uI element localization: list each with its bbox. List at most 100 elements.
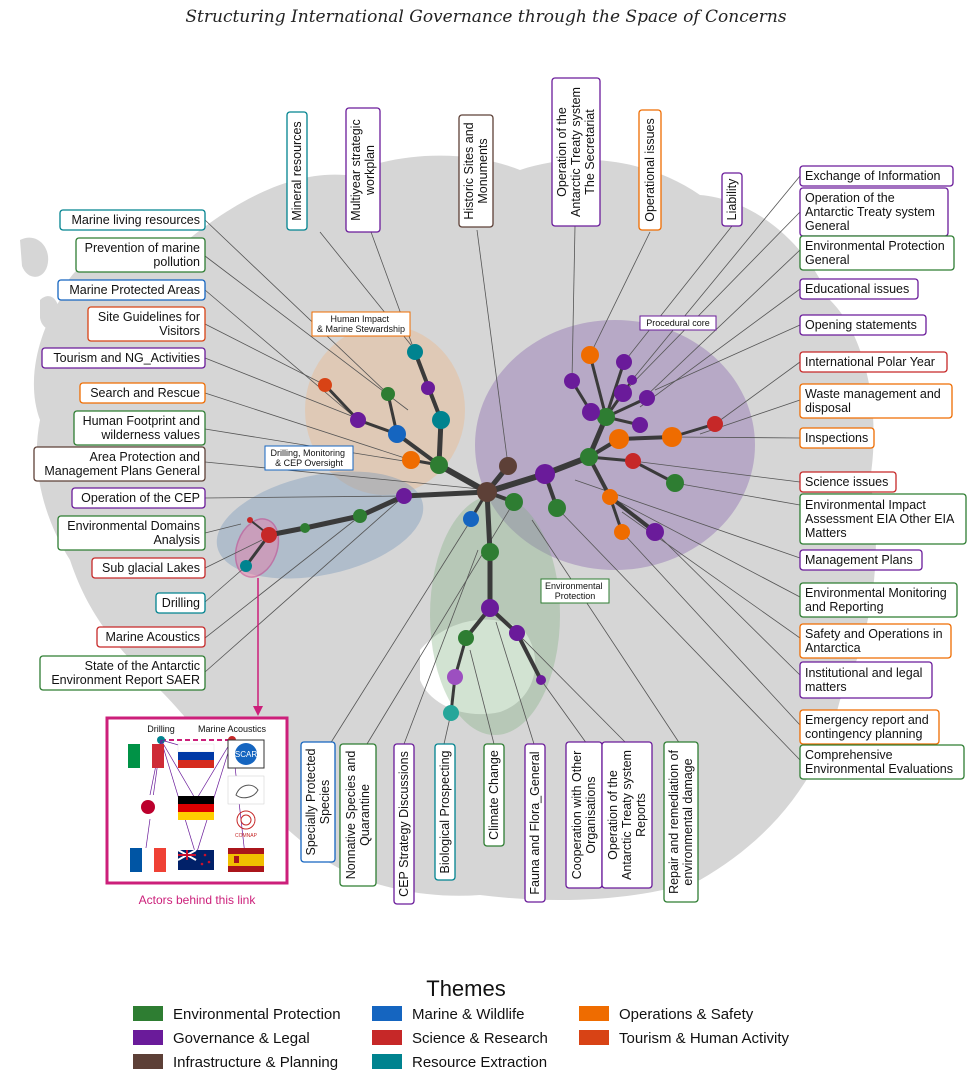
node-marine-acoustics[interactable] xyxy=(247,517,253,523)
node-multiyear-workplan[interactable] xyxy=(421,381,435,395)
concern-label-operation-of-the-antarctic-treaty-system-the-secretariat[interactable]: Operation of theAntarctic Treaty systemT… xyxy=(551,77,601,227)
legend-label: Science & Research xyxy=(412,1030,548,1047)
concern-label-multiyear-strategic-workplan[interactable]: Multiyear strategicworkplan xyxy=(345,107,381,233)
concern-label-operation-of-the-cep[interactable]: Operation of the CEP xyxy=(71,487,206,509)
concern-label-fauna-and-flora-general[interactable]: Fauna and Flora_General xyxy=(524,743,546,903)
node-exchange-information[interactable] xyxy=(616,354,632,370)
node-site-guidelines[interactable] xyxy=(318,378,332,392)
node-environmental-protection-main[interactable] xyxy=(430,456,448,474)
legend-label: Governance & Legal xyxy=(173,1030,310,1047)
concern-label-tourism-and-ng-activities[interactable]: Tourism and NG_Activities xyxy=(41,347,206,369)
node-climate-change[interactable] xyxy=(481,543,499,561)
label-text: CEP Strategy Discussions xyxy=(397,751,411,897)
node-env-monitoring[interactable] xyxy=(505,493,523,511)
concern-label-marine-living-resources[interactable]: Marine living resources xyxy=(59,209,206,231)
node-emergency-report[interactable] xyxy=(602,489,618,505)
node-state-antarctic-environment[interactable] xyxy=(353,509,367,523)
concern-label-historic-sites-and-monuments[interactable]: Historic Sites andMonuments xyxy=(458,114,494,228)
concern-label-cep-strategy-discussions[interactable]: CEP Strategy Discussions xyxy=(393,743,415,905)
concern-label-educational-issues[interactable]: Educational issues xyxy=(799,278,919,300)
node-cep-strategy[interactable] xyxy=(447,669,463,685)
node-liability[interactable] xyxy=(582,403,600,421)
node-governance-hub[interactable] xyxy=(535,464,555,484)
concern-label-drilling[interactable]: Drilling xyxy=(155,592,206,614)
concern-label-operational-issues[interactable]: Operational issues xyxy=(638,109,662,231)
concern-label-mineral-resources[interactable]: Mineral resources xyxy=(286,111,308,231)
concern-label-search-and-rescue[interactable]: Search and Rescue xyxy=(79,382,206,404)
node-environmental-impact-assessment[interactable] xyxy=(666,474,684,492)
node-subglacial-lakes[interactable] xyxy=(261,527,277,543)
node-inspections[interactable] xyxy=(662,427,682,447)
legend-swatch xyxy=(372,1030,402,1045)
flag-japan xyxy=(130,795,166,819)
node-biological-prospecting[interactable] xyxy=(443,705,459,721)
concern-label-nonnative-species-and-quarantine[interactable]: Nonnative Species andQuarantine xyxy=(339,743,377,887)
node-marine-living-resources[interactable] xyxy=(432,411,450,429)
node-educational-issues[interactable] xyxy=(627,375,637,385)
concern-label-repair-and-remediation-of-environmental-damage[interactable]: Repair and remediation ofenvironmental d… xyxy=(663,741,699,903)
concern-label-marine-protected-areas[interactable]: Marine Protected Areas xyxy=(57,279,206,301)
concern-label-specially-protected-species[interactable]: Specially ProtectedSpecies xyxy=(300,741,336,863)
concern-label-operation-of-the-antarctic-treaty-system-reports[interactable]: Operation of theAntarctic Treaty systemR… xyxy=(601,741,653,889)
node-repair-remediation[interactable] xyxy=(548,499,566,517)
node-safety-operations[interactable] xyxy=(609,429,629,449)
node-drilling[interactable] xyxy=(240,560,252,572)
concern-label-international-polar-year[interactable]: International Polar Year xyxy=(799,351,948,373)
node-operational-issues[interactable] xyxy=(581,346,599,364)
node-procedural-hub[interactable] xyxy=(580,448,598,466)
node-specially-protected-species[interactable] xyxy=(463,511,479,527)
node-prevention-marine-pollution[interactable] xyxy=(381,387,395,401)
concern-label-cooperation-with-other-organisations[interactable]: Cooperation with OtherOrganisations xyxy=(565,741,603,889)
node-opening-statements[interactable] xyxy=(639,390,655,406)
node-fauna-flora[interactable] xyxy=(481,599,499,617)
node-hub-infrastructure[interactable] xyxy=(477,482,497,502)
node-cooperation-organisations[interactable] xyxy=(536,675,546,685)
node-environmental-domains[interactable] xyxy=(300,523,310,533)
concern-label-opening-statements[interactable]: Opening statements xyxy=(799,314,927,336)
node-secretariat[interactable] xyxy=(564,373,580,389)
node-nonnative-species[interactable] xyxy=(458,630,474,646)
node-search-rescue[interactable] xyxy=(402,451,420,469)
node-marine-protected-areas[interactable] xyxy=(388,425,406,443)
concern-label-sub-glacial-lakes[interactable]: Sub glacial Lakes xyxy=(91,557,206,579)
label-line: Liability xyxy=(725,178,739,220)
node-science-issues[interactable] xyxy=(625,453,641,469)
concern-label-marine-acoustics[interactable]: Marine Acoustics xyxy=(96,626,206,648)
node-historic-sites[interactable] xyxy=(499,457,517,475)
concern-label-inspections[interactable]: Inspections xyxy=(799,427,875,449)
node-management-plans[interactable] xyxy=(646,523,664,541)
concern-label-climate-change[interactable]: Climate Change xyxy=(483,743,505,847)
node-ats-reports[interactable] xyxy=(509,625,525,641)
node-international-polar-year[interactable] xyxy=(707,416,723,432)
node-waste-management[interactable] xyxy=(614,524,630,540)
concern-label-liability[interactable]: Liability xyxy=(721,172,743,227)
node-env-protection-general[interactable] xyxy=(597,408,615,426)
node-institutional-legal[interactable] xyxy=(632,417,648,433)
concern-label-management-plans[interactable]: Management Plans xyxy=(799,549,923,571)
concern-label-science-issues[interactable]: Science issues xyxy=(799,471,897,493)
node-mineral-resources[interactable] xyxy=(407,344,423,360)
node-tourism[interactable] xyxy=(350,412,366,428)
node-operation-cep[interactable] xyxy=(396,488,412,504)
node-ats-general[interactable] xyxy=(614,384,632,402)
label-box xyxy=(39,655,206,691)
concern-label-exchange-of-information[interactable]: Exchange of Information xyxy=(799,165,954,187)
concern-label-biological-prospecting[interactable]: Biological Prospecting xyxy=(434,743,456,881)
